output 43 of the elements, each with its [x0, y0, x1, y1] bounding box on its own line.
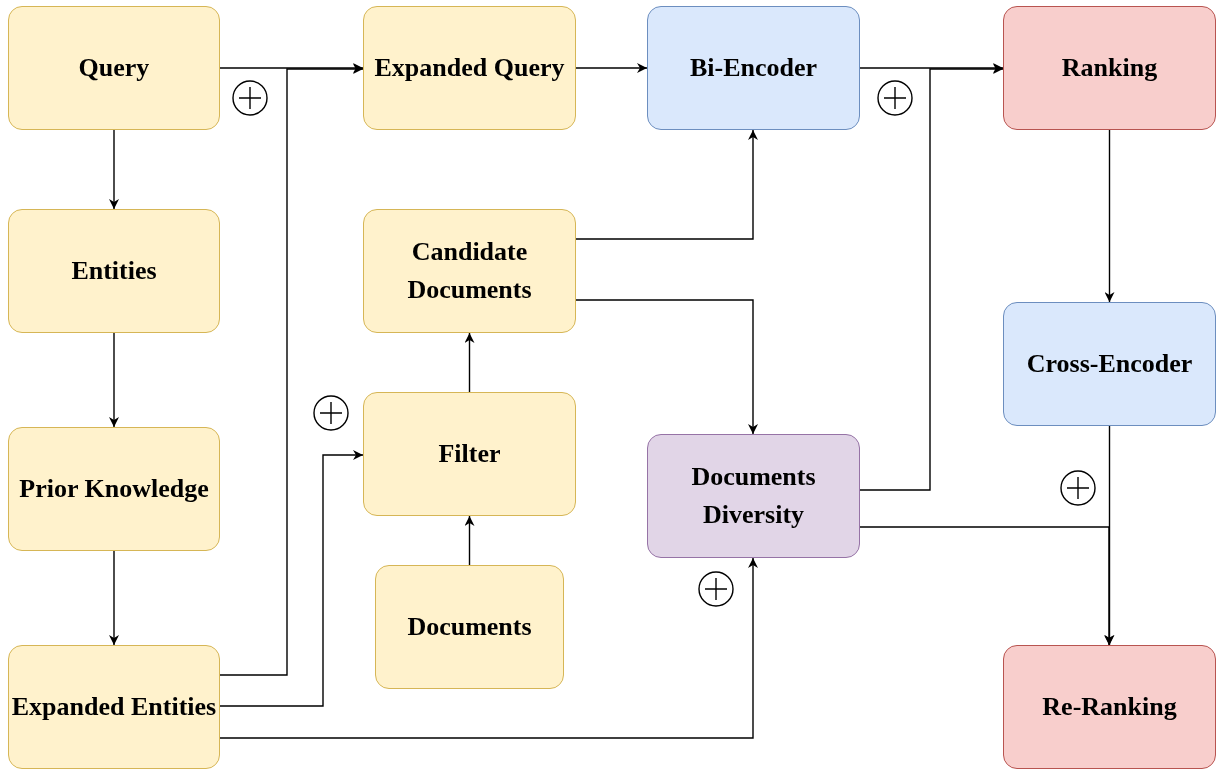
box-label: Cross-Encoder	[1026, 348, 1193, 381]
arrow	[219, 450, 364, 707]
box-label: Filter	[438, 438, 501, 471]
process-box	[363, 209, 576, 333]
arrow	[219, 557, 758, 739]
box-label: Candidate Documents	[406, 236, 533, 306]
arrow	[859, 63, 1004, 73]
box-label: Prior Knowledge	[19, 473, 209, 506]
arrow	[575, 63, 648, 73]
box-label: Expanded Entities	[11, 691, 217, 724]
arrow	[464, 515, 475, 566]
process-box	[363, 6, 576, 130]
box-label: Query	[78, 52, 150, 85]
process-box	[8, 645, 220, 769]
arrow	[109, 129, 119, 210]
box-label: Ranking	[1061, 52, 1158, 85]
arrow	[1104, 425, 1115, 646]
arrow	[109, 332, 119, 428]
arrow	[859, 64, 1004, 491]
arrow	[575, 299, 758, 435]
arrow	[219, 64, 364, 676]
process-box	[1003, 6, 1216, 130]
box-label: Entities	[71, 255, 157, 288]
arrow	[219, 63, 364, 73]
arrow	[109, 550, 119, 646]
process-box	[647, 6, 860, 130]
box-label: Documents	[407, 611, 532, 644]
process-box	[647, 434, 860, 558]
process-box	[363, 392, 576, 516]
box-label: Documents Diversity	[690, 461, 817, 531]
box-label: Expanded Query	[374, 52, 565, 85]
box-label: Re-Ranking	[1042, 691, 1177, 724]
process-box	[1003, 645, 1216, 769]
process-box	[8, 427, 220, 551]
arrow	[1104, 129, 1115, 303]
process-box	[8, 6, 220, 130]
arrow	[575, 129, 758, 240]
arrow	[464, 332, 475, 393]
box-label: Bi-Encoder	[689, 52, 818, 85]
process-box	[8, 209, 220, 333]
process-box	[375, 565, 564, 689]
process-box	[1003, 302, 1216, 426]
arrow	[859, 526, 1114, 646]
